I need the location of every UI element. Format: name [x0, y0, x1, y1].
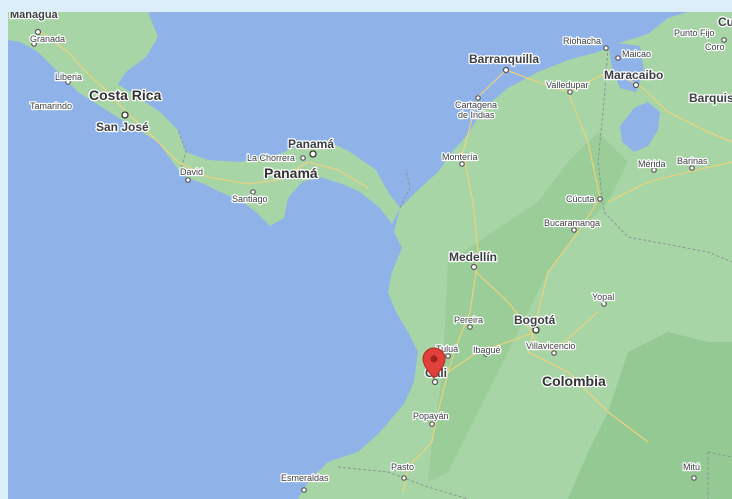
city-label-barinas: Barinas: [677, 156, 708, 166]
city-label-santiago: Santiago: [232, 194, 268, 204]
city-label-valledupar: Valledupar: [546, 80, 588, 90]
city-label-bucaramanga: Bucaramanga: [544, 218, 600, 228]
city-label-esmeraldas: Esmeraldas: [281, 473, 329, 483]
city-label-san-jose: San José: [96, 120, 149, 134]
city-label-mitu: Mitú: [683, 462, 700, 472]
city-label-la-chorrera: La Chorrera: [247, 153, 295, 163]
city-label-riohacha: Riohacha: [563, 36, 601, 46]
city-label-barquisimeto: Barquis: [689, 91, 732, 105]
country-label-costa-rica: Costa Rica: [89, 87, 162, 103]
country-border-pa-co: [399, 169, 411, 209]
country-label-panama: Panamá: [264, 165, 318, 181]
city-label-panama-city: Panamá: [288, 137, 334, 151]
city-label-ibague: Ibagué: [473, 345, 501, 355]
country-label-colombia: Colombia: [542, 373, 606, 389]
city-label-coro: Coro: [705, 42, 725, 52]
lake-maracaibo: [620, 102, 660, 152]
left-strip: [0, 0, 8, 499]
city-label-monteria: Montería: [442, 152, 478, 162]
road-network: [37, 29, 732, 493]
city-label-granada: Granada: [30, 34, 65, 44]
city-label-punto-fijo: Punto Fijo: [674, 28, 715, 38]
country-border-cr-pa: [177, 129, 187, 173]
city-label-bogota: Bogotá: [514, 313, 556, 327]
city-label-cu-partial: Cu: [718, 15, 732, 29]
top-strip: [0, 0, 732, 12]
central-america-land: [8, 12, 400, 226]
city-label-medellin: Medellín: [449, 250, 497, 264]
city-label-david: David: [180, 167, 203, 177]
city-label-popayan: Popayán: [413, 411, 449, 421]
map-marker-icon[interactable]: [422, 347, 446, 379]
city-label-liberia: Liberia: [55, 72, 82, 82]
city-label-villavicencio: Villavicencio: [526, 341, 575, 351]
country-border-co-br: [707, 451, 732, 499]
city-label-pasto: Pasto: [391, 462, 414, 472]
city-markers: [31, 28, 727, 493]
country-border-co-ec: [337, 466, 469, 499]
city-label-barranquilla: Barranquilla: [469, 52, 539, 66]
gulf-of-venezuela: [608, 42, 644, 92]
amazon-forest: [568, 332, 732, 499]
city-label-yopal: Yopal: [592, 292, 614, 302]
city-label-pereira: Pereira: [454, 315, 483, 325]
city-label-merida: Mérida: [638, 159, 666, 169]
city-label-managua: Managua: [10, 12, 59, 21]
andes-relief: [428, 132, 628, 482]
city-label-maracaibo: Maracaibo: [604, 68, 663, 82]
map-canvas[interactable]: Costa Rica Panamá Colombia San José Pana…: [8, 12, 732, 499]
city-label-cucuta: Cúcuta: [566, 194, 595, 204]
country-border-co-ve: [597, 47, 732, 263]
city-label-maicao: Maicao: [622, 49, 651, 59]
city-label-tamarindo: Tamarindo: [30, 101, 72, 111]
